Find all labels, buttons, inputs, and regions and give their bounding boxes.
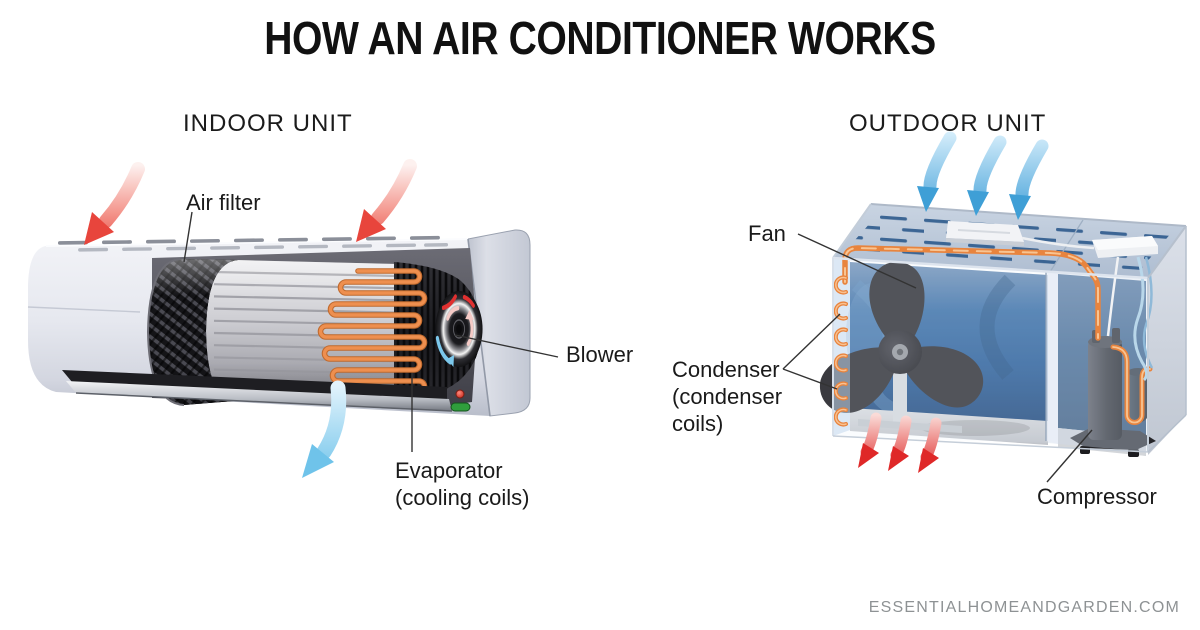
- fan-blades: [809, 261, 994, 424]
- power-button: [450, 402, 471, 412]
- body-crease: [27, 306, 141, 313]
- watermark: ESSENTIALHOMEANDGARDEN.COM: [868, 599, 1180, 616]
- exhaust-air-arrows: [858, 412, 942, 473]
- front-glass-left: [833, 258, 1048, 443]
- warm-air-arrow: [356, 159, 417, 242]
- warm-air-arrow: [84, 162, 145, 245]
- label-condenser-line1: Condenser: [672, 357, 780, 382]
- body-top-highlight: [45, 238, 469, 247]
- blower-wheel: [435, 291, 483, 367]
- label-evaporator: Evaporator (cooling coils): [395, 457, 530, 511]
- evaporator-coil: [317, 268, 428, 406]
- leader-line-blower: [454, 334, 559, 358]
- intake-air-arrows: [917, 131, 1049, 220]
- warm-air-arrows: [84, 159, 417, 245]
- power-led: [455, 389, 465, 399]
- terminal-box-top: [946, 221, 1024, 246]
- terminal-box-right: [1092, 236, 1158, 258]
- blower-rotation-mark: [462, 294, 475, 308]
- front-glass-right: [1048, 271, 1148, 452]
- indoor-louver: [62, 370, 453, 412]
- leader-line-fan: [797, 233, 917, 289]
- exhaust-air-arrow: [918, 417, 942, 473]
- indoor-top-vents: [57, 235, 449, 252]
- compartment-wires: [1106, 256, 1154, 382]
- label-condenser-line3: coils): [672, 411, 724, 436]
- indoor-unit-end-cap: [467, 229, 531, 417]
- label-air-filter: Air filter: [186, 190, 261, 215]
- leader-line-condenser-upper: [782, 313, 841, 370]
- label-evaporator-line2: (cooling coils): [395, 485, 530, 510]
- outdoor-right-face: [1148, 226, 1186, 455]
- intake-air-arrow: [967, 135, 1007, 216]
- intake-air-arrow: [917, 131, 957, 212]
- label-condenser-line2: (condenser: [672, 384, 783, 409]
- compressor-assembly: [1070, 328, 1156, 457]
- label-blower: Blower: [566, 342, 634, 367]
- box-edges: [832, 203, 1187, 453]
- exhaust-air-arrow: [858, 412, 882, 468]
- label-evaporator-line1: Evaporator: [395, 458, 503, 483]
- exhaust-air-arrow: [888, 415, 912, 471]
- refrigerant-pipe: [842, 245, 1153, 425]
- leader-line-compressor: [1046, 429, 1093, 483]
- outdoor-unit-illustration: [782, 131, 1187, 483]
- compressor-body: [1088, 340, 1122, 440]
- outdoor-unit-heading: OUTDOOR UNIT: [849, 110, 1047, 137]
- cool-air-arrow: [302, 380, 347, 478]
- condenser-coil-loops: [833, 275, 848, 427]
- indoor-unit-heading: INDOOR UNIT: [183, 110, 353, 137]
- leader-line-condenser-lower: [782, 368, 838, 390]
- label-condenser: Condenser (condenser coils): [672, 356, 782, 437]
- top-wire: [1021, 236, 1095, 250]
- intake-air-arrow: [1009, 139, 1049, 220]
- label-compressor: Compressor: [1037, 484, 1157, 509]
- divider-panel: [1046, 271, 1058, 444]
- blower-rotation-mark: [441, 294, 457, 311]
- indoor-unit-illustration: [27, 159, 559, 478]
- label-fan: Fan: [748, 221, 786, 246]
- page-title: HOW AN AIR CONDITIONER WORKS: [264, 12, 936, 64]
- leader-line-air-filter: [183, 211, 193, 263]
